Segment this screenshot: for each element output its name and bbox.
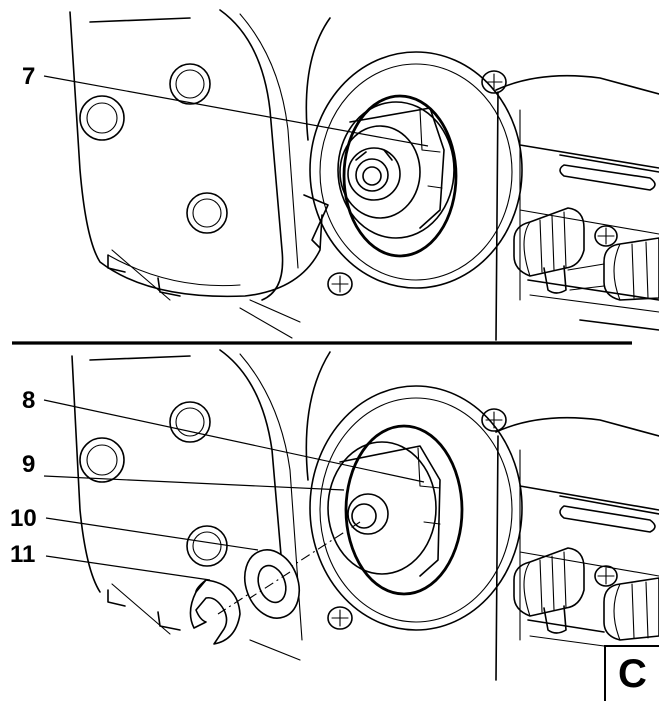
bolt-icon — [169, 63, 211, 105]
machine-body-bottom — [327, 408, 659, 681]
screw-icon — [594, 225, 618, 247]
screw-icon — [481, 408, 507, 432]
machine-body-top — [327, 70, 659, 341]
leader-line — [45, 517, 259, 551]
callout-label: 8 — [22, 387, 35, 414]
leader-line — [43, 399, 425, 483]
knob-icon — [603, 577, 659, 641]
pulley-disc-top — [305, 17, 523, 289]
callout-8: 8 — [22, 387, 425, 483]
cover-housing-top — [69, 9, 329, 339]
leader-line — [43, 75, 429, 147]
shaft-assembly-top — [347, 147, 401, 201]
knob-icon — [513, 207, 585, 277]
bottom-panel: 8 9 10 11 — [10, 349, 659, 681]
callout-label: 10 — [10, 505, 37, 532]
top-panel: 7 — [22, 9, 659, 341]
cover-housing-bottom — [71, 349, 303, 661]
panel-label: C — [604, 645, 659, 701]
bolt-icon — [186, 192, 228, 234]
shaft-bottom — [347, 493, 389, 535]
screw-icon — [327, 606, 353, 630]
callout-label: 9 — [22, 451, 35, 478]
retaining-ring — [189, 579, 241, 645]
screw-icon — [481, 70, 507, 94]
knob-icon — [513, 547, 585, 617]
callout-label: 11 — [10, 541, 35, 568]
bolt-icon — [79, 95, 125, 141]
pulley-disc-bottom — [305, 351, 523, 631]
bolt-icon — [186, 525, 228, 567]
knob-icon — [603, 237, 659, 301]
screw-icon — [594, 565, 618, 587]
screw-icon — [327, 272, 353, 296]
callout-7: 7 — [22, 63, 429, 147]
leader-line — [43, 475, 345, 491]
bolt-icon — [79, 437, 125, 483]
bolt-icon — [169, 401, 211, 443]
callout-10: 10 — [10, 505, 259, 551]
leader-line — [45, 555, 211, 581]
callout-9: 9 — [22, 451, 345, 491]
washer — [243, 549, 301, 619]
callout-label: 7 — [22, 63, 35, 90]
callout-11: 11 — [10, 541, 211, 581]
